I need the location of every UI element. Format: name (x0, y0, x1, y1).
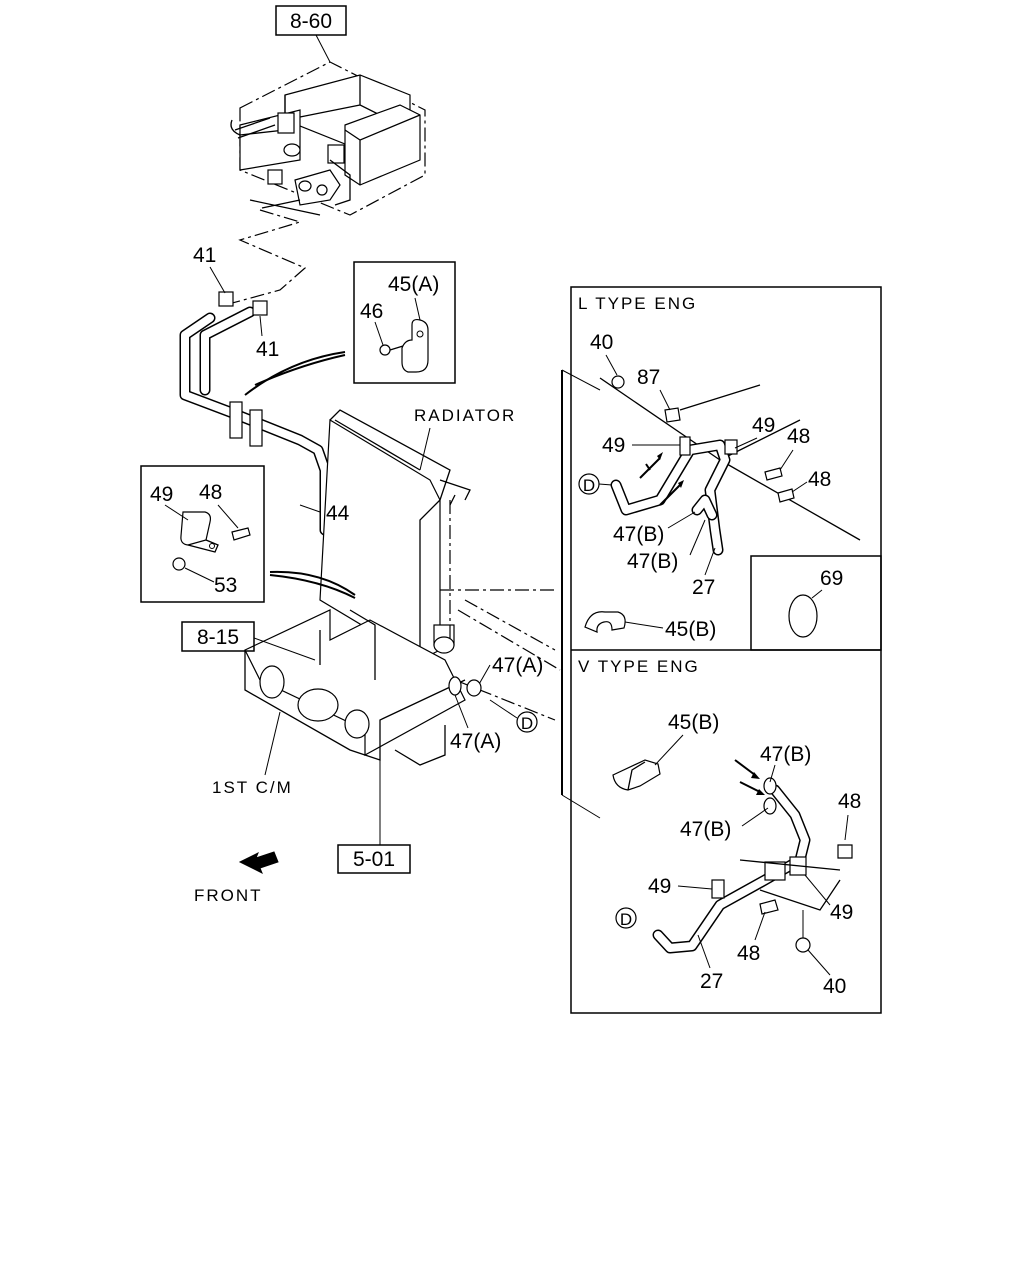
l-type-title: L TYPE ENG (578, 294, 697, 313)
d-marker-main-label: D (521, 714, 533, 733)
l-type-eng-section: L TYPE ENG 40 87 49 49 48 48 D (578, 294, 861, 641)
callout-45a: 45(A) (388, 273, 439, 296)
radiator (319, 409, 556, 661)
evaporator-unit (230, 61, 426, 216)
v-callout-47b-a: 47(B) (760, 743, 811, 766)
front-label: FRONT (194, 886, 263, 905)
l-callout-69: 69 (820, 567, 843, 590)
v-callout-45b: 45(B) (668, 711, 719, 734)
v-callout-49b: 49 (830, 901, 853, 924)
engine-variants-panel (561, 286, 882, 1014)
callout-53: 53 (214, 574, 237, 597)
v-callout-27: 27 (700, 970, 723, 993)
v-callout-48a: 48 (838, 790, 861, 813)
d-marker-v-type: D (615, 907, 637, 929)
l-callout-48a: 48 (787, 425, 810, 448)
callout-41-top: 41 (193, 244, 216, 267)
callout-44: 44 (326, 502, 350, 525)
first-cm-label: 1ST C/M (212, 778, 293, 797)
ref-8-15[interactable]: 8-15 (181, 621, 255, 652)
l-callout-47b-a: 47(B) (613, 523, 664, 546)
callout-46: 46 (360, 300, 383, 323)
ref-8-60[interactable]: 8-60 (275, 5, 347, 36)
front-indicator: FRONT (194, 851, 279, 905)
callout-47a-bottom: 47(A) (450, 730, 501, 753)
ref-8-60-label: 8-60 (290, 10, 332, 33)
ref-5-01-label: 5-01 (353, 848, 395, 871)
l-callout-40: 40 (590, 331, 613, 354)
callout-48: 48 (199, 481, 222, 504)
front-arrow-icon (238, 851, 279, 875)
ref-5-01[interactable]: 5-01 (337, 844, 411, 874)
l-callout-87: 87 (637, 366, 660, 389)
crossmember (244, 609, 466, 766)
l-callout-48b: 48 (808, 468, 831, 491)
l-callout-49b: 49 (752, 414, 775, 437)
v-callout-47b-b: 47(B) (680, 818, 731, 841)
d-marker-l-label: D (583, 476, 595, 495)
inset-45a: 45(A) 46 (353, 261, 456, 384)
d-marker-l-type: D (578, 473, 600, 495)
inset-49-48-53: 49 48 53 (140, 465, 265, 603)
l-callout-45b: 45(B) (665, 618, 716, 641)
v-callout-49a: 49 (648, 875, 671, 898)
v-callout-40: 40 (823, 975, 846, 998)
l-callout-27: 27 (692, 576, 715, 599)
ref-8-15-label: 8-15 (197, 626, 239, 649)
callout-41-bottom: 41 (256, 338, 279, 361)
l-callout-49a: 49 (602, 434, 625, 457)
d-marker-v-label: D (620, 910, 632, 929)
radiator-label: RADIATOR (414, 406, 516, 425)
v-type-title: V TYPE ENG (578, 657, 700, 676)
d-marker-main: D (516, 711, 538, 733)
v-callout-48b: 48 (737, 942, 760, 965)
callout-47a-right: 47(A) (492, 654, 543, 677)
v-type-eng-section: V TYPE ENG 45(B) 47(B) 47(B) 48 49 49 (578, 657, 861, 998)
l-callout-47b-b: 47(B) (627, 550, 678, 573)
callout-49: 49 (150, 483, 173, 506)
